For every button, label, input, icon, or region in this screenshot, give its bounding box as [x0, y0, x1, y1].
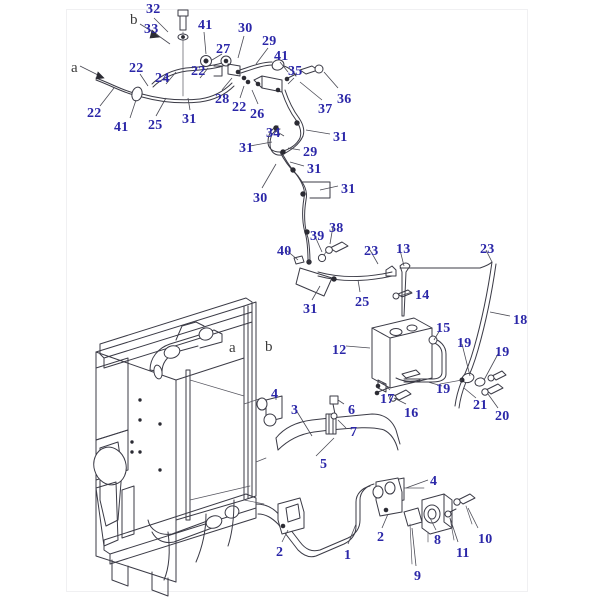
callout-number-9[interactable]: 9 — [414, 569, 422, 584]
callout-number-4[interactable]: 4 — [430, 474, 438, 489]
diagram-frame-border — [66, 9, 528, 592]
callout-number-29[interactable]: 29 — [262, 34, 277, 49]
callout-number-37[interactable]: 37 — [318, 102, 333, 117]
callout-number-25[interactable]: 25 — [355, 295, 370, 310]
section-marker-b-radiator: b — [265, 339, 273, 355]
callout-number-20[interactable]: 20 — [495, 409, 510, 424]
callout-number-41[interactable]: 41 — [274, 49, 289, 64]
section-marker-a-top: a — [71, 60, 78, 76]
callout-number-18[interactable]: 18 — [513, 313, 528, 328]
callout-leader-lines — [79, 17, 511, 567]
callout-number-36[interactable]: 36 — [337, 92, 352, 107]
callout-number-19[interactable]: 19 — [457, 336, 472, 351]
callout-number-22[interactable]: 22 — [191, 64, 206, 79]
callout-number-10[interactable]: 10 — [478, 532, 493, 547]
callout-number-30[interactable]: 30 — [238, 21, 253, 36]
callout-number-23[interactable]: 23 — [480, 242, 495, 257]
callout-number-25[interactable]: 25 — [148, 118, 163, 133]
callout-number-2[interactable]: 2 — [377, 530, 385, 545]
callout-number-22[interactable]: 22 — [87, 106, 102, 121]
lower-hose-assembly — [243, 391, 476, 565]
callout-number-30[interactable]: 30 — [253, 191, 268, 206]
callout-number-11[interactable]: 11 — [456, 546, 470, 561]
callout-number-19[interactable]: 19 — [495, 345, 510, 360]
callout-number-17[interactable]: 17 — [380, 392, 395, 407]
callout-number-31[interactable]: 31 — [341, 182, 356, 197]
callout-number-5[interactable]: 5 — [320, 457, 328, 472]
callout-number-38[interactable]: 38 — [329, 221, 344, 236]
callout-number-31[interactable]: 31 — [182, 112, 197, 127]
callout-number-34[interactable]: 34 — [266, 126, 281, 141]
callout-number-32[interactable]: 32 — [146, 2, 161, 17]
callout-number-7[interactable]: 7 — [350, 425, 358, 440]
callout-number-19[interactable]: 19 — [436, 382, 451, 397]
callout-number-24[interactable]: 24 — [155, 71, 170, 86]
callout-number-2[interactable]: 2 — [276, 545, 284, 560]
radiator-core-assembly — [93, 297, 263, 597]
callout-number-15[interactable]: 15 — [436, 321, 451, 336]
right-tube-assembly — [439, 261, 507, 409]
callout-number-40[interactable]: 40 — [277, 244, 292, 259]
section-marker-b-top: b — [130, 12, 138, 28]
callout-number-1[interactable]: 1 — [344, 548, 352, 563]
callout-number-14[interactable]: 14 — [415, 288, 430, 303]
callout-number-23[interactable]: 23 — [364, 244, 379, 259]
callout-number-4[interactable]: 4 — [271, 387, 279, 402]
callout-number-29[interactable]: 29 — [303, 145, 318, 160]
expansion-tank-assembly — [371, 317, 447, 402]
callout-number-26[interactable]: 26 — [250, 107, 265, 122]
callout-number-21[interactable]: 21 — [473, 398, 488, 413]
callout-number-31[interactable]: 31 — [333, 130, 348, 145]
callout-number-31[interactable]: 31 — [239, 141, 254, 156]
callout-number-12[interactable]: 12 — [332, 343, 347, 358]
callout-number-39[interactable]: 39 — [310, 229, 325, 244]
callout-number-33[interactable]: 33 — [144, 22, 159, 37]
callout-number-22[interactable]: 22 — [232, 100, 247, 115]
callout-number-13[interactable]: 13 — [396, 242, 411, 257]
callout-number-35[interactable]: 35 — [288, 64, 303, 79]
callout-number-3[interactable]: 3 — [291, 403, 299, 418]
callout-number-41[interactable]: 41 — [198, 18, 213, 33]
callout-number-28[interactable]: 28 — [215, 92, 230, 107]
section-marker-a-radiator: a — [229, 340, 236, 356]
callout-number-31[interactable]: 31 — [303, 302, 318, 317]
callout-number-6[interactable]: 6 — [348, 403, 356, 418]
callout-number-8[interactable]: 8 — [434, 533, 442, 548]
callout-number-16[interactable]: 16 — [404, 406, 419, 421]
callout-number-41[interactable]: 41 — [114, 120, 129, 135]
callout-number-22[interactable]: 22 — [129, 61, 144, 76]
callout-number-27[interactable]: 27 — [216, 42, 231, 57]
callout-number-31[interactable]: 31 — [307, 162, 322, 177]
